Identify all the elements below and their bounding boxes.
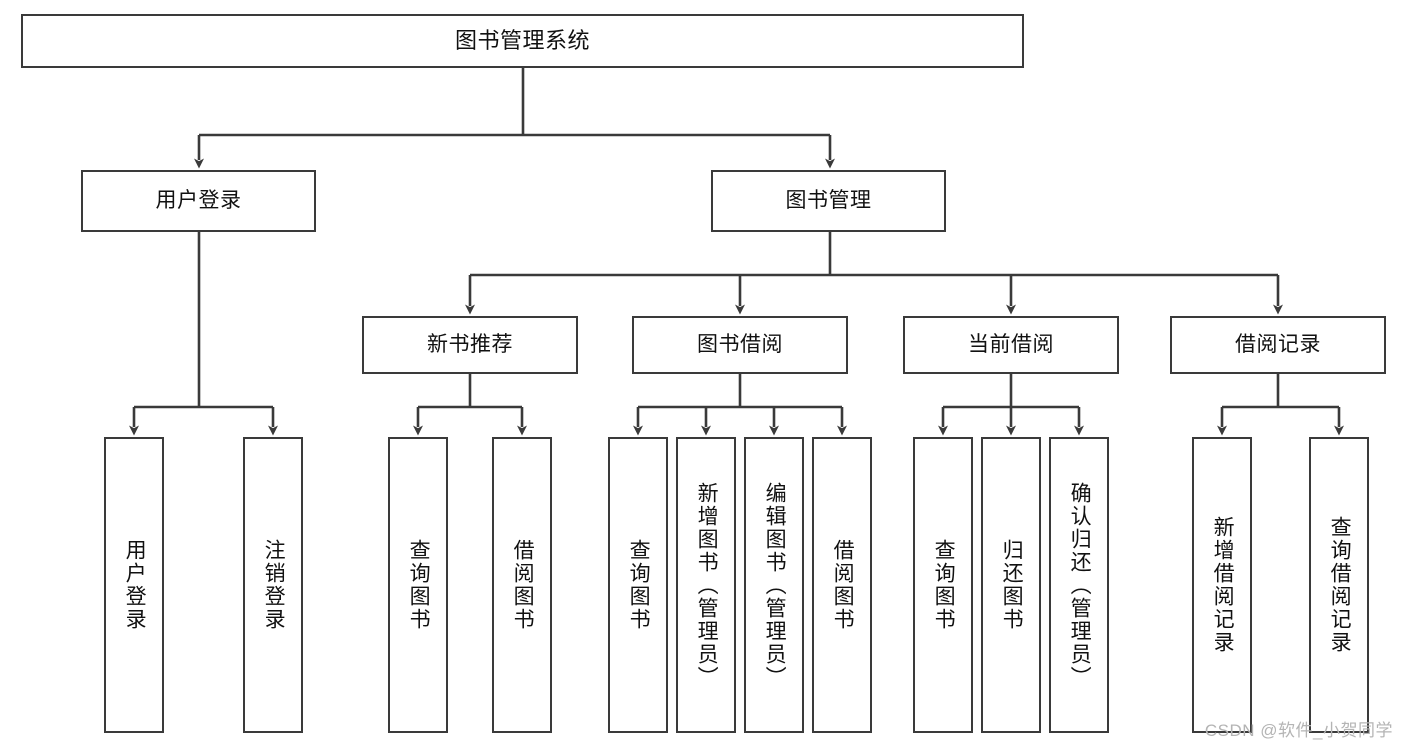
leaf-recommend-borrow-book[interactable]: 借阅图书 [492, 437, 552, 733]
leaf-borrow-edit-book-admin[interactable]: 编辑图书（管理员） [744, 437, 804, 733]
node-label: 图书管理系统 [454, 28, 590, 54]
node-book-management[interactable]: 图书管理 [711, 170, 946, 232]
node-label: 确认归还（管理员） [1068, 481, 1092, 689]
node-label: 编辑图书（管理员） [763, 481, 787, 689]
node-label: 归还图书 [1000, 539, 1024, 631]
node-borrow-record[interactable]: 借阅记录 [1170, 316, 1386, 374]
node-label: 借阅记录 [1235, 332, 1321, 356]
node-label: 借阅图书 [511, 539, 535, 631]
node-label: 新增图书（管理员） [695, 481, 719, 689]
node-label: 新增借阅记录 [1211, 516, 1235, 654]
leaf-record-add-record[interactable]: 新增借阅记录 [1192, 437, 1252, 733]
node-label: 新书推荐 [427, 332, 513, 356]
node-label: 查询借阅记录 [1328, 516, 1352, 654]
leaf-current-return-book[interactable]: 归还图书 [981, 437, 1041, 733]
node-current-borrow[interactable]: 当前借阅 [903, 316, 1119, 374]
leaf-borrow-borrow-book[interactable]: 借阅图书 [812, 437, 872, 733]
node-label: 用户登录 [123, 539, 147, 631]
leaf-record-query-record[interactable]: 查询借阅记录 [1309, 437, 1369, 733]
node-label: 查询图书 [407, 539, 431, 631]
node-user-login[interactable]: 用户登录 [81, 170, 316, 232]
node-book-borrow[interactable]: 图书借阅 [632, 316, 848, 374]
leaf-user-login-signout[interactable]: 注销登录 [243, 437, 303, 733]
node-new-book-recommend[interactable]: 新书推荐 [362, 316, 578, 374]
leaf-recommend-query-book[interactable]: 查询图书 [388, 437, 448, 733]
leaf-borrow-query-book[interactable]: 查询图书 [608, 437, 668, 733]
node-label: 图书借阅 [697, 332, 783, 356]
leaf-borrow-add-book-admin[interactable]: 新增图书（管理员） [676, 437, 736, 733]
leaf-current-query-book[interactable]: 查询图书 [913, 437, 973, 733]
node-label: 查询图书 [932, 539, 956, 631]
node-label: 用户登录 [155, 188, 242, 212]
leaf-user-login-signin[interactable]: 用户登录 [104, 437, 164, 733]
node-label: 图书管理 [785, 188, 872, 212]
node-label: 注销登录 [262, 539, 286, 631]
node-label: 当前借阅 [968, 332, 1054, 356]
node-label: 借阅图书 [831, 539, 855, 631]
node-root-system[interactable]: 图书管理系统 [21, 14, 1024, 68]
leaf-current-confirm-return-admin[interactable]: 确认归还（管理员） [1049, 437, 1109, 733]
node-label: 查询图书 [627, 539, 651, 631]
